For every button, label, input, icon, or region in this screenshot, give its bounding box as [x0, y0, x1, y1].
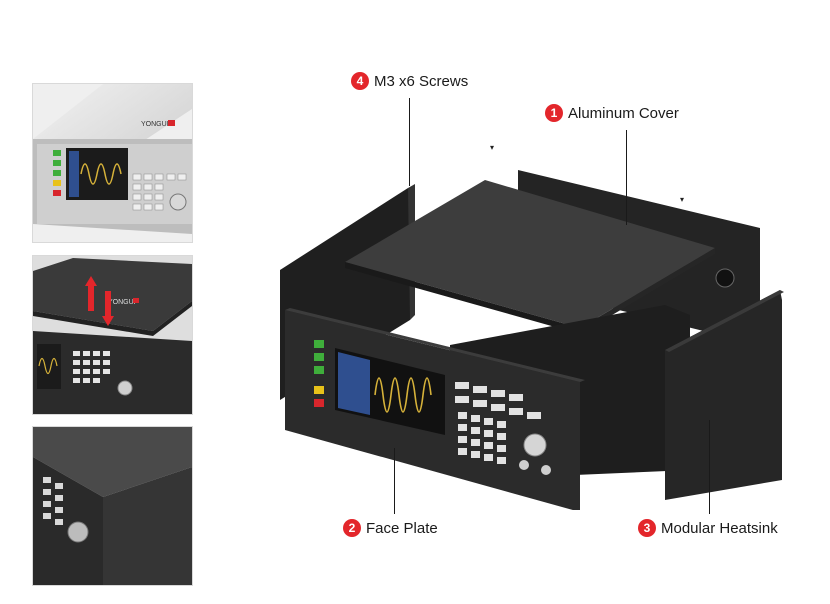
- arrow-button-left[interactable]: [519, 460, 529, 470]
- svg-text:▾: ▾: [490, 143, 494, 152]
- leader-line-face: [394, 448, 395, 514]
- arrow-button-right[interactable]: [541, 465, 551, 475]
- callout-heatsink-label: Modular Heatsink: [661, 519, 778, 537]
- front-view-image: YONGUI: [33, 84, 192, 242]
- green-button-1[interactable]: [314, 340, 324, 348]
- leader-line-screws: [409, 98, 410, 186]
- keypad[interactable]: [455, 382, 541, 464]
- callout-heatsink: 3 Modular Heatsink: [638, 519, 778, 537]
- leader-line-cover: [626, 130, 627, 225]
- aluminum-cover: [345, 180, 715, 328]
- heatsink-view-image: [33, 427, 192, 585]
- green-button-3[interactable]: [314, 366, 324, 374]
- brand-logo-text: YONGUI: [141, 121, 169, 128]
- badge-3: 3: [638, 519, 656, 537]
- power-connector-icon: [715, 268, 735, 288]
- callout-cover: 1 Aluminum Cover: [545, 104, 679, 122]
- callout-face-plate: 2 Face Plate: [343, 519, 438, 537]
- leader-line-heatsink: [709, 420, 710, 514]
- badge-1: 1: [545, 104, 563, 122]
- modular-heatsink: [665, 290, 782, 500]
- callout-screws: 4 M3 x6 Screws: [351, 72, 468, 90]
- rotary-knob-icon[interactable]: [523, 433, 547, 457]
- callout-screws-label: M3 x6 Screws: [374, 72, 469, 90]
- exploded-view-illustration: ▾ ▾: [280, 143, 784, 510]
- callout-cover-label: Aluminum Cover: [568, 104, 679, 122]
- badge-2: 2: [343, 519, 361, 537]
- green-button-2[interactable]: [314, 353, 324, 361]
- svg-text:▾: ▾: [680, 195, 684, 204]
- thumbnail-front-view[interactable]: YONGUI: [32, 83, 193, 243]
- thumbnail-cover-removal[interactable]: YONGUI: [32, 255, 193, 415]
- callout-face-plate-label: Face Plate: [366, 519, 438, 537]
- badge-4: 4: [351, 72, 369, 90]
- yellow-button[interactable]: [314, 386, 324, 394]
- thumbnail-heatsink-view[interactable]: [32, 426, 193, 586]
- cover-removal-image: YONGUI: [33, 256, 192, 414]
- red-button[interactable]: [314, 399, 324, 407]
- brand-logo-text-2: YONGUI: [108, 299, 136, 306]
- waveform-trace: [374, 377, 432, 413]
